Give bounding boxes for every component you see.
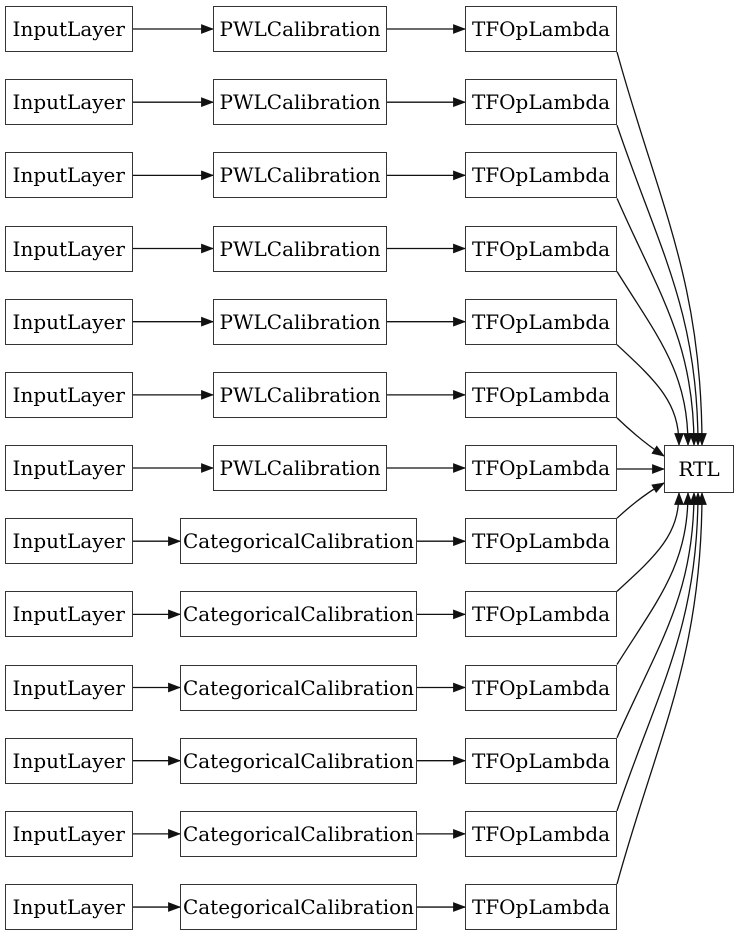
node-tfop-lambda: TFOpLambda xyxy=(465,664,617,711)
node-input-layer: InputLayer xyxy=(5,518,133,565)
edge-op-to-rtl xyxy=(616,417,665,457)
node-input-layer: InputLayer xyxy=(5,79,133,126)
edge-op-to-rtl xyxy=(616,344,684,447)
node-input-layer: InputLayer xyxy=(5,810,133,857)
edge-op-to-rtl xyxy=(616,491,699,738)
node-pwl-calibration: PWLCalibration xyxy=(213,445,387,492)
node-categorical-calibration: CategoricalCalibration xyxy=(180,810,417,857)
node-tfop-lambda: TFOpLambda xyxy=(465,518,617,565)
edge-op-to-rtl xyxy=(616,124,703,447)
node-tfop-lambda: TFOpLambda xyxy=(465,737,617,784)
node-categorical-calibration: CategoricalCalibration xyxy=(180,664,417,711)
node-tfop-lambda: TFOpLambda xyxy=(465,445,617,492)
node-tfop-lambda: TFOpLambda xyxy=(465,591,617,638)
node-tfop-lambda: TFOpLambda xyxy=(465,225,617,272)
edge-op-to-rtl xyxy=(616,198,699,447)
node-input-layer: InputLayer xyxy=(5,152,133,199)
node-tfop-lambda: TFOpLambda xyxy=(465,152,617,199)
edge-op-to-rtl xyxy=(616,491,707,885)
edge-op-to-rtl xyxy=(616,491,703,812)
node-input-layer: InputLayer xyxy=(5,591,133,638)
edge-op-to-rtl xyxy=(616,271,693,447)
node-categorical-calibration: CategoricalCalibration xyxy=(180,737,417,784)
node-categorical-calibration: CategoricalCalibration xyxy=(180,884,417,931)
node-input-layer: InputLayer xyxy=(5,445,133,492)
node-tfop-lambda: TFOpLambda xyxy=(465,298,617,345)
node-input-layer: InputLayer xyxy=(5,737,133,784)
node-pwl-calibration: PWLCalibration xyxy=(213,6,387,52)
node-categorical-calibration: CategoricalCalibration xyxy=(180,591,417,638)
node-input-layer: InputLayer xyxy=(5,225,133,272)
edge-op-to-rtl xyxy=(616,51,707,447)
edge-op-to-rtl xyxy=(616,491,684,592)
node-tfop-lambda: TFOpLambda xyxy=(465,79,617,126)
node-pwl-calibration: PWLCalibration xyxy=(213,225,387,272)
node-tfop-lambda: TFOpLambda xyxy=(465,371,617,418)
node-input-layer: InputLayer xyxy=(5,664,133,711)
node-input-layer: InputLayer xyxy=(5,6,133,52)
node-input-layer: InputLayer xyxy=(5,298,133,345)
node-input-layer: InputLayer xyxy=(5,371,133,418)
node-tfop-lambda: TFOpLambda xyxy=(465,810,617,857)
node-pwl-calibration: PWLCalibration xyxy=(213,371,387,418)
node-tfop-lambda: TFOpLambda xyxy=(465,6,617,52)
node-pwl-calibration: PWLCalibration xyxy=(213,79,387,126)
node-categorical-calibration: CategoricalCalibration xyxy=(180,518,417,565)
node-input-layer: InputLayer xyxy=(5,884,133,931)
node-pwl-calibration: PWLCalibration xyxy=(213,298,387,345)
edge-op-to-rtl xyxy=(616,482,665,519)
node-pwl-calibration: PWLCalibration xyxy=(213,152,387,199)
node-tfop-lambda: TFOpLambda xyxy=(465,884,617,931)
edge-op-to-rtl xyxy=(616,491,693,665)
node-rtl: RTL xyxy=(664,445,734,493)
